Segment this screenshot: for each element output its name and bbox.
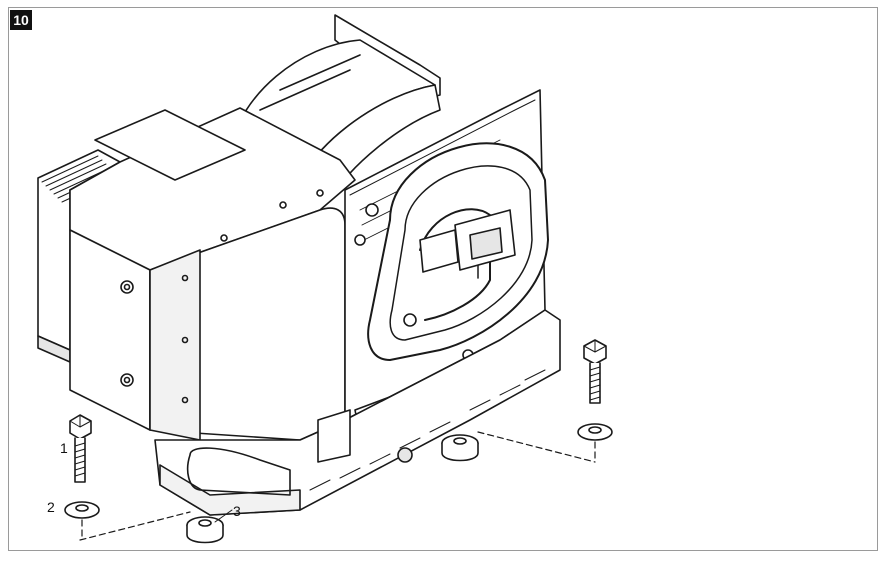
bolt-right (583, 339, 607, 404)
washer-left (64, 501, 100, 519)
callout-bolt: 1 (60, 440, 68, 456)
coil-and-tubing (344, 89, 549, 436)
figure-frame (8, 7, 878, 551)
callout-mounting-foot: 3 (233, 503, 241, 519)
bolt-left (69, 414, 92, 483)
mounting-foot-front (186, 516, 224, 544)
alignment-lines (79, 431, 596, 541)
callout-washer: 2 (47, 499, 55, 515)
control-box (69, 107, 356, 441)
washer-right (577, 423, 613, 441)
base-pan (154, 309, 561, 516)
step-number-badge: 10 (10, 10, 32, 30)
mounting-foot-rear (441, 434, 479, 462)
leader-lines (214, 509, 233, 523)
